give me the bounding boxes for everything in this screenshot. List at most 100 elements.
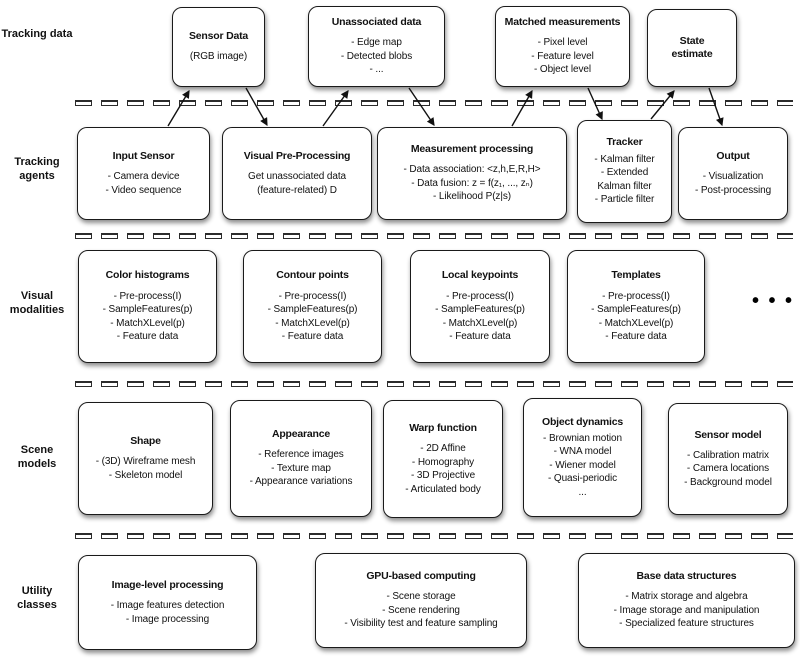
box-title: Base data structures: [636, 570, 737, 583]
box-color-histograms: Color histograms - Pre-process(I) - Sampl…: [78, 250, 217, 363]
box-item: - Data association: <z,h,E,R,H>: [403, 164, 541, 176]
box-item: - Scene rendering: [382, 604, 460, 616]
box-items: - Matrix storage and algebra- Image stor…: [614, 590, 760, 631]
box-item: - Specialized feature structures: [619, 618, 754, 630]
box-output: Output - Visualization- Post-processing: [678, 127, 788, 220]
box-item: - WNA model: [553, 446, 612, 458]
box-item: - Detected blobs: [340, 50, 413, 62]
box-item: - 3D Projective: [410, 470, 476, 482]
box-sensor-data: Sensor Data (RGB image): [172, 7, 265, 87]
box-tracker: Tracker - Kalman filter- Extended Kalman…: [577, 120, 672, 223]
box-item: - Data fusion: z = f(z₁, ..., zₙ): [411, 177, 533, 189]
box-title: Object dynamics: [541, 415, 624, 428]
box-item: - SampleFeatures(p): [102, 304, 193, 316]
box-item: - Scene storage: [386, 591, 456, 603]
box-item: Get unassociated data: [248, 171, 346, 183]
box-item: - Image processing: [125, 613, 210, 625]
box-visual-pre-processing: Visual Pre-Processing Get unassociated d…: [222, 127, 372, 220]
dashed-separator: [75, 100, 793, 106]
arrow-state-estimate-to-output: [708, 87, 724, 127]
box-item: - Pre-process(I): [602, 290, 670, 302]
box-item: - MatchXLevel(p): [275, 317, 350, 329]
box-title: Shape: [130, 434, 161, 447]
box-items: - Pre-process(I)- SampleFeatures(p)- Mat…: [435, 290, 525, 344]
box-item: - SampleFeatures(p): [435, 304, 525, 316]
box-items: - 2D Affine- Homography- 3D Projective- …: [405, 442, 481, 496]
row-label-scene-models: Scene models: [17, 444, 57, 471]
box-item: - Video sequence: [105, 184, 182, 196]
box-title: Templates: [611, 269, 661, 282]
box-item: - Post-processing: [694, 184, 772, 196]
box-item: - Feature level: [531, 50, 594, 62]
dashed-separator: [75, 233, 793, 239]
box-matched-measurements: Matched measurements - Pixel level- Feat…: [495, 6, 630, 87]
box-sensor-model: Sensor model - Calibration matrix- Camer…: [668, 403, 788, 515]
box-title: Contour points: [276, 269, 349, 282]
box-item: (RGB image): [189, 51, 248, 63]
box-items: - Pre-process(I)- SampleFeatures(p)- Mat…: [591, 290, 681, 344]
box-title: Measurement processing: [410, 143, 534, 156]
box-item: - Homography: [411, 456, 475, 468]
box-warp-function: Warp function - 2D Affine- Homography- 3…: [383, 400, 503, 518]
box-item: - Likelihood P(z|s): [433, 191, 511, 203]
box-items: - Pre-process(I)- SampleFeatures(p)- Mat…: [268, 290, 358, 344]
box-title: Color histograms: [105, 269, 190, 282]
dashed-separator: [75, 381, 793, 387]
box-title: Warp function: [409, 421, 477, 434]
box-item: - Pixel level: [537, 37, 588, 49]
box-item: - Feature data: [449, 331, 511, 343]
box-title: Unassociated data: [331, 16, 422, 29]
box-local-keypoints: Local keypoints - Pre-process(I)- Sample…: [410, 250, 550, 363]
box-templates: Templates - Pre-process(I)- SampleFeatur…: [567, 250, 705, 363]
box-item: - ...: [369, 64, 384, 76]
row-label-visual-modalities: Visual modalities: [9, 290, 65, 317]
box-item: - Extended Kalman filter: [597, 167, 652, 192]
box-item: - Pre-process(I): [278, 290, 347, 302]
box-image-level-processing: Image-level processing - Image features …: [78, 555, 257, 650]
row-label-utility-classes: Utility classes: [17, 585, 57, 612]
box-item: - (3D) Wireframe mesh: [95, 456, 196, 468]
box-title: Output: [716, 149, 750, 162]
box-item: - Calibration matrix: [687, 449, 769, 461]
box-item: - Camera device: [107, 171, 180, 183]
box-items: - Data association: <z,h,E,R,H>- Data fu…: [404, 163, 541, 204]
box-unassociated-data: Unassociated data - Edge map- Detected b…: [308, 6, 445, 87]
box-measurement-processing: Measurement processing - Data associatio…: [377, 127, 567, 220]
box-item: - MatchXLevel(p): [110, 317, 185, 329]
box-item: - Brownian motion: [543, 432, 622, 444]
box-title: Matched measurements: [504, 16, 621, 29]
box-item: - Visualization: [702, 171, 764, 183]
box-item: - Pre-process(I): [113, 290, 182, 302]
box-items: - Pixel level- Feature level - Object lev…: [531, 36, 594, 77]
box-item: - Texture map: [271, 462, 331, 474]
box-items: - Kalman filter- Extended Kalman filter-…: [584, 153, 665, 207]
box-item: - Feature data: [281, 331, 344, 343]
box-title: Sensor Data: [188, 30, 249, 43]
box-item: - Particle filter: [594, 194, 655, 206]
box-item: - Articulated body: [405, 483, 481, 495]
box-gpu-based-computing: GPU-based computing - Scene storage- Sce…: [315, 553, 527, 648]
box-item: - Appearance variations: [249, 476, 353, 488]
box-input-sensor: Input Sensor - Camera device- Video sequ…: [77, 127, 210, 220]
box-items: Get unassociated data(feature-related) D: [248, 170, 346, 197]
box-item: - Image storage and manipulation: [613, 604, 760, 616]
box-item: - MatchXLevel(p): [442, 317, 518, 329]
arrow-input-sensor-to-sensor-data: [167, 89, 190, 127]
box-items: - Camera device- Video sequence: [105, 170, 181, 197]
box-items: - Calibration matrix- Camera locations- …: [684, 449, 772, 490]
box-item: - Image features detection: [110, 600, 225, 612]
box-base-data-structures: Base data structures - Matrix storage an…: [578, 553, 795, 648]
box-item: - Matrix storage and algebra: [625, 591, 748, 603]
box-items: (RGB image): [190, 50, 247, 64]
box-title: Image-level processing: [111, 578, 224, 591]
box-contour-points: Contour points - Pre-process(I)- SampleF…: [243, 250, 382, 363]
more-modalities-ellipsis-icon: • • •: [751, 290, 795, 312]
box-items: - Pre-process(I) - SampleFeatures(p)- Mat…: [103, 290, 193, 344]
box-items: - Scene storage- Scene rendering- Visibi…: [344, 590, 497, 631]
row-label-tracking-data: Tracking data: [1, 28, 73, 40]
box-title: Visual Pre-Processing: [243, 149, 351, 162]
box-title: Input Sensor: [112, 149, 175, 162]
box-item: - Object level: [534, 64, 591, 76]
box-item: - Quasi-periodic: [548, 473, 617, 485]
box-items: - Reference images- Texture map- Appeara…: [250, 448, 353, 489]
